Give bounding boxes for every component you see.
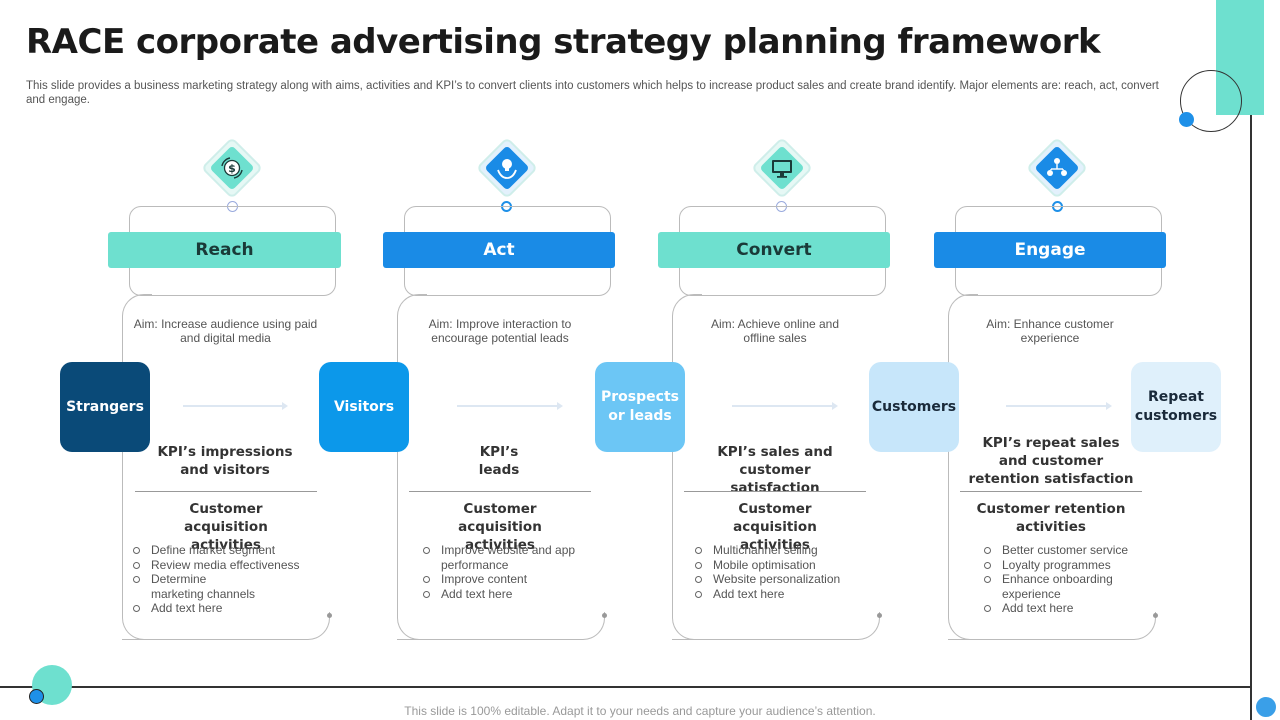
frame-end-dot [1153, 613, 1158, 618]
node-repeat-customers: Repeat customers [1131, 362, 1221, 452]
stage-bar-engage: Engage [934, 232, 1166, 268]
aim-engage: Aim: Enhance customer experience [986, 317, 1114, 345]
activities-list-engage: Better customer service Loyalty programm… [982, 543, 1147, 616]
list-item: Website personalization [693, 572, 863, 587]
stage-icon-engage [1025, 136, 1089, 200]
list-item: Add text here [982, 601, 1147, 616]
list-item: Loyalty programmes [982, 558, 1147, 573]
stage-body-frame-bottom [948, 612, 1156, 640]
aim-reach: Aim: Increase audience using paid and di… [133, 317, 318, 345]
aim-act: Aim: Improve interaction to encourage po… [428, 317, 572, 345]
list-item: Improve content [421, 572, 576, 587]
activities-list-convert: Multichannel selling Mobile optimisation… [693, 543, 863, 601]
flow-arrow [732, 402, 838, 410]
activities-list-reach: Define market segment Review media effec… [131, 543, 321, 616]
activities-title-convert: Customer acquisition activities [733, 501, 817, 553]
flow-arrow [457, 402, 563, 410]
stage-icon-act [475, 136, 539, 200]
kpi-act: KPI’s leads [478, 444, 520, 478]
node-strangers: Strangers [60, 362, 150, 452]
stage-icon-reach: $ [200, 136, 264, 200]
stage-body-frame-bottom [397, 612, 605, 640]
page-title: RACE corporate advertising strategy plan… [26, 22, 1101, 62]
frame-end-dot [327, 613, 332, 618]
node-customers: Customers [869, 362, 959, 452]
svg-text:$: $ [228, 162, 236, 175]
list-item: Determine marketing channels [131, 572, 259, 601]
decor-horizontal-line [0, 686, 1252, 688]
stage-bar-reach: Reach [108, 232, 341, 268]
stage-body-frame-bottom [122, 612, 330, 640]
divider [960, 491, 1142, 492]
stage-bar-convert: Convert [658, 232, 890, 268]
divider [135, 491, 317, 492]
list-item: Multichannel selling [693, 543, 863, 558]
activities-title-act: Customer acquisition activities [458, 501, 542, 553]
dollar-cycle-icon: $ [221, 157, 243, 179]
footer-note: This slide is 100% editable. Adapt it to… [404, 704, 876, 718]
hand-lightbulb-icon [497, 159, 517, 179]
network-people-icon [1047, 158, 1067, 176]
kpi-engage: KPI’s repeat sales and customer retentio… [968, 435, 1134, 487]
list-item: Review media effectiveness [131, 558, 321, 573]
decor-dot-bottom-left [29, 689, 44, 704]
monitor-icon [772, 160, 792, 178]
decor-vertical-line [1250, 115, 1252, 720]
activities-title-engage: Customer retention activities [976, 501, 1126, 535]
node-visitors: Visitors [319, 362, 409, 452]
divider [684, 491, 866, 492]
frame-end-dot [602, 613, 607, 618]
list-item: Add text here [693, 587, 863, 602]
list-item: Add text here [421, 587, 576, 602]
flow-arrow [183, 402, 288, 410]
list-item: Mobile optimisation [693, 558, 863, 573]
list-item: Add text here [131, 601, 321, 616]
kpi-reach: KPI’s impressions and visitors [157, 444, 293, 478]
stage-icon-convert [750, 136, 814, 200]
frame-end-dot [877, 613, 882, 618]
list-item: Improve website and app performance [421, 543, 576, 572]
stage-body-frame-bottom [672, 612, 880, 640]
decor-ring [1180, 70, 1242, 132]
node-prospects: Prospects or leads [595, 362, 685, 452]
decor-dot-top-right [1179, 112, 1194, 127]
page-subtitle: This slide provides a business marketing… [26, 80, 1159, 106]
activities-title-reach: Customer acquisition activities [184, 501, 268, 553]
list-item: Define market segment [131, 543, 321, 558]
aim-convert: Aim: Achieve online and offline sales [710, 317, 840, 345]
stage-bar-act: Act [383, 232, 615, 268]
activities-list-act: Improve website and app performance Impr… [421, 543, 576, 601]
decor-dot-bottom-right [1255, 696, 1277, 718]
list-item: Enhance onboarding experience [982, 572, 1132, 601]
flow-arrow [1006, 402, 1112, 410]
divider [409, 491, 591, 492]
list-item: Better customer service [982, 543, 1147, 558]
kpi-convert: KPI’s sales and customer satisfaction [717, 444, 833, 496]
